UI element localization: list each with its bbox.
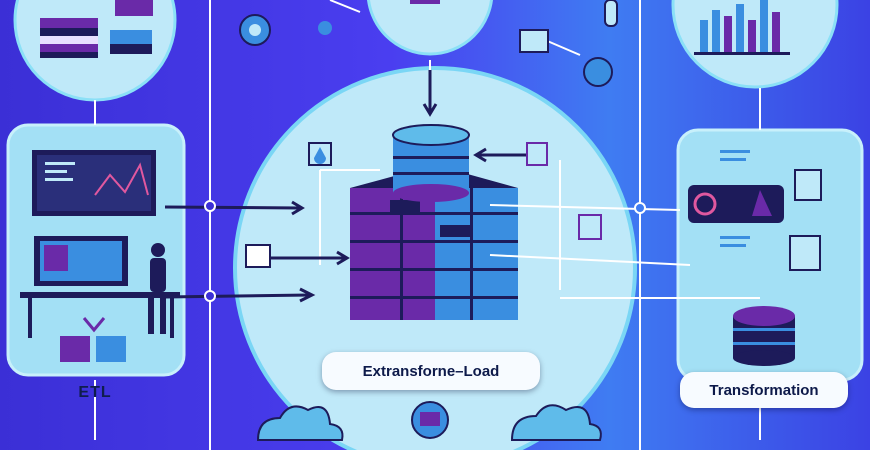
database-icon [733, 306, 795, 366]
cloud-icon [256, 404, 602, 441]
database-cylinder-icon [392, 124, 470, 202]
drop-icon [308, 142, 332, 166]
bar-chart-icon [694, 0, 790, 55]
arrow-icon [164, 70, 540, 303]
right-panel [676, 128, 864, 382]
top-right-circle [671, 0, 839, 89]
top-left-circle [13, 0, 177, 102]
gear-icon [239, 14, 271, 46]
top-center-circle [367, 0, 493, 56]
transformation-label: Transformation [680, 372, 848, 408]
workstation-icon [20, 150, 180, 338]
left-panel [6, 123, 186, 377]
center-label: Extransforne–Load [322, 352, 540, 390]
server-stack-icon [40, 0, 153, 58]
person-icon [148, 243, 166, 334]
connector-lines [94, 0, 761, 450]
clipboard-icon [789, 169, 822, 271]
etl-label: ETL [78, 384, 112, 401]
